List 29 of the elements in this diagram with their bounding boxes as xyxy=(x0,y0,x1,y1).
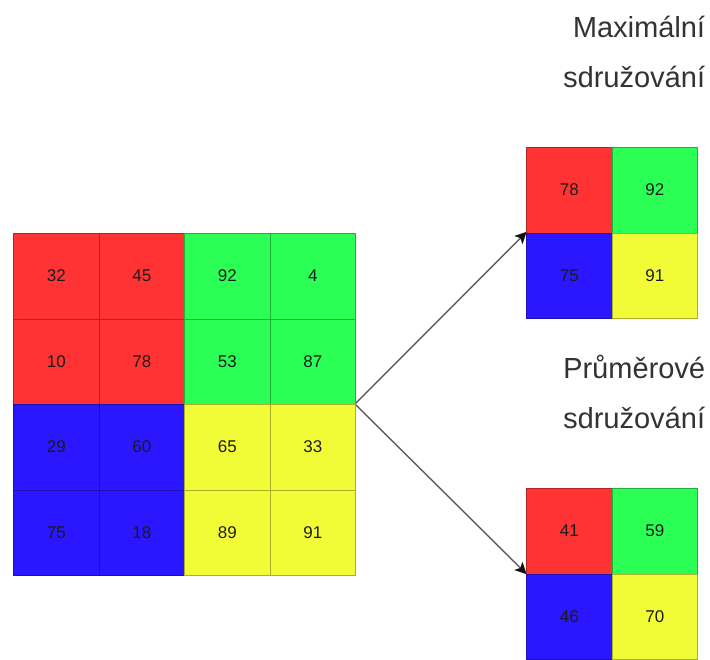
matrix-cell: 59 xyxy=(612,488,698,574)
matrix-cell: 91 xyxy=(612,232,698,319)
matrix-cell: 10 xyxy=(13,318,100,405)
matrix-cell: 4 xyxy=(270,233,356,320)
pooling-heading: Průměrové sdružování xyxy=(562,352,705,437)
matrix-cell: 65 xyxy=(184,404,270,490)
matrix-cell: 78 xyxy=(98,318,185,405)
matrix-cell: 46 xyxy=(526,574,612,660)
matrix-cell: 78 xyxy=(526,147,612,234)
arrow xyxy=(354,403,527,574)
matrix-cell: 53 xyxy=(184,318,270,405)
matrix-cell: 60 xyxy=(98,404,185,490)
arrow xyxy=(354,232,527,405)
matrix-cell: 92 xyxy=(612,147,698,234)
matrix-cell: 33 xyxy=(270,404,356,490)
matrix-cell: 18 xyxy=(98,490,185,576)
matrix-cell: 92 xyxy=(184,233,270,320)
pooling-heading: Maximální sdružování xyxy=(562,11,705,96)
matrix-cell: 87 xyxy=(270,318,356,405)
matrix-cell: 41 xyxy=(526,488,612,574)
matrix-cell: 29 xyxy=(13,404,100,490)
input-matrix xyxy=(13,233,355,575)
matrix-cell: 32 xyxy=(13,233,100,320)
matrix-cell: 91 xyxy=(270,490,356,576)
matrix-cell: 89 xyxy=(184,490,270,576)
matrix-cell: 75 xyxy=(526,232,612,319)
matrix-cell: 45 xyxy=(98,233,185,320)
matrix-cell: 70 xyxy=(612,574,698,660)
matrix-cell: 75 xyxy=(13,490,100,576)
